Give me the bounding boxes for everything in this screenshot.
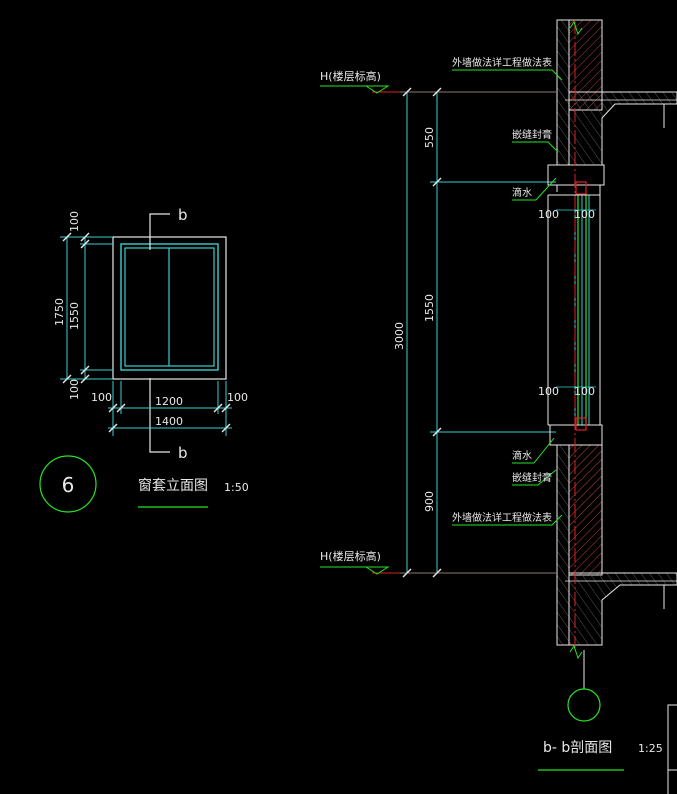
note-wall-top: 外墙做法详工程做法表: [452, 56, 552, 69]
elevation-scale: 1:50: [224, 481, 249, 494]
section-mark-top-label: b: [178, 206, 188, 224]
section-cut-mark-bottom: [149, 378, 170, 453]
note-drip-bottom: 滴水: [512, 449, 532, 462]
dim-frame-bot-left: 100: [538, 385, 559, 398]
dim-bottom-total: 1400: [155, 415, 183, 428]
detail-number: 6: [62, 473, 75, 497]
dim-frame-top-right: 100: [574, 208, 595, 221]
dim-left-top: 100: [68, 211, 81, 232]
note-drip-top: 滴水: [512, 186, 532, 199]
dim-total: 3000: [393, 322, 406, 350]
elevation-title: 窗套立面图: [138, 477, 208, 494]
window-frame-outer: [120, 243, 219, 371]
dim-bottom-right: 100: [227, 391, 248, 404]
wall-finish-upper: [556, 19, 570, 166]
floor-slab-lower: [568, 572, 677, 646]
frame-sill-anchor: [575, 417, 587, 431]
dim-left-total: 1750: [53, 298, 66, 326]
section-scale: 1:25: [638, 742, 663, 755]
dim-lower: 900: [423, 491, 436, 512]
break-mark-bottom: [569, 644, 583, 660]
section-marker-circle: [567, 688, 601, 722]
section-cut-mark-top: [149, 213, 170, 250]
dim-window: 1550: [423, 294, 436, 322]
note-seal-top: 嵌缝封膏: [512, 128, 552, 141]
level-label-bottom: H(楼层标高): [320, 549, 381, 563]
window-elevation: b b 100 1550 100 1750: [39, 206, 249, 513]
title-block-edge: [667, 704, 677, 794]
dim-frame-bot-right: 100: [574, 385, 595, 398]
dim-bottom-middle: 1200: [155, 395, 183, 408]
dim-upper: 550: [423, 127, 436, 148]
section-mark-bottom-label: b: [178, 444, 188, 462]
detail-number-circle: [39, 455, 97, 513]
section-title: b- b剖面图: [543, 740, 612, 756]
floor-slab-upper: [568, 91, 677, 166]
note-leaders: [452, 69, 563, 526]
note-wall-bottom: 外墙做法详工程做法表: [452, 511, 552, 524]
level-label-top: H(楼层标高): [320, 69, 381, 83]
window-surround-outline: [112, 236, 227, 380]
dim-frame-top-left: 100: [538, 208, 559, 221]
section-dims: [400, 91, 556, 574]
wall-masonry-lower: [568, 444, 603, 576]
window-section: H(楼层标高) H(楼层标高) 3000 550 1550 900: [320, 19, 677, 794]
frame-head-anchor: [575, 181, 587, 195]
dim-left-bottom: 100: [68, 379, 81, 400]
dim-left-middle: 1550: [68, 302, 81, 330]
break-mark-top: [569, 20, 583, 36]
wall-finish-lower: [556, 444, 570, 646]
dim-bottom-left: 100: [91, 391, 112, 404]
note-seal-bottom: 嵌缝封膏: [512, 471, 552, 484]
